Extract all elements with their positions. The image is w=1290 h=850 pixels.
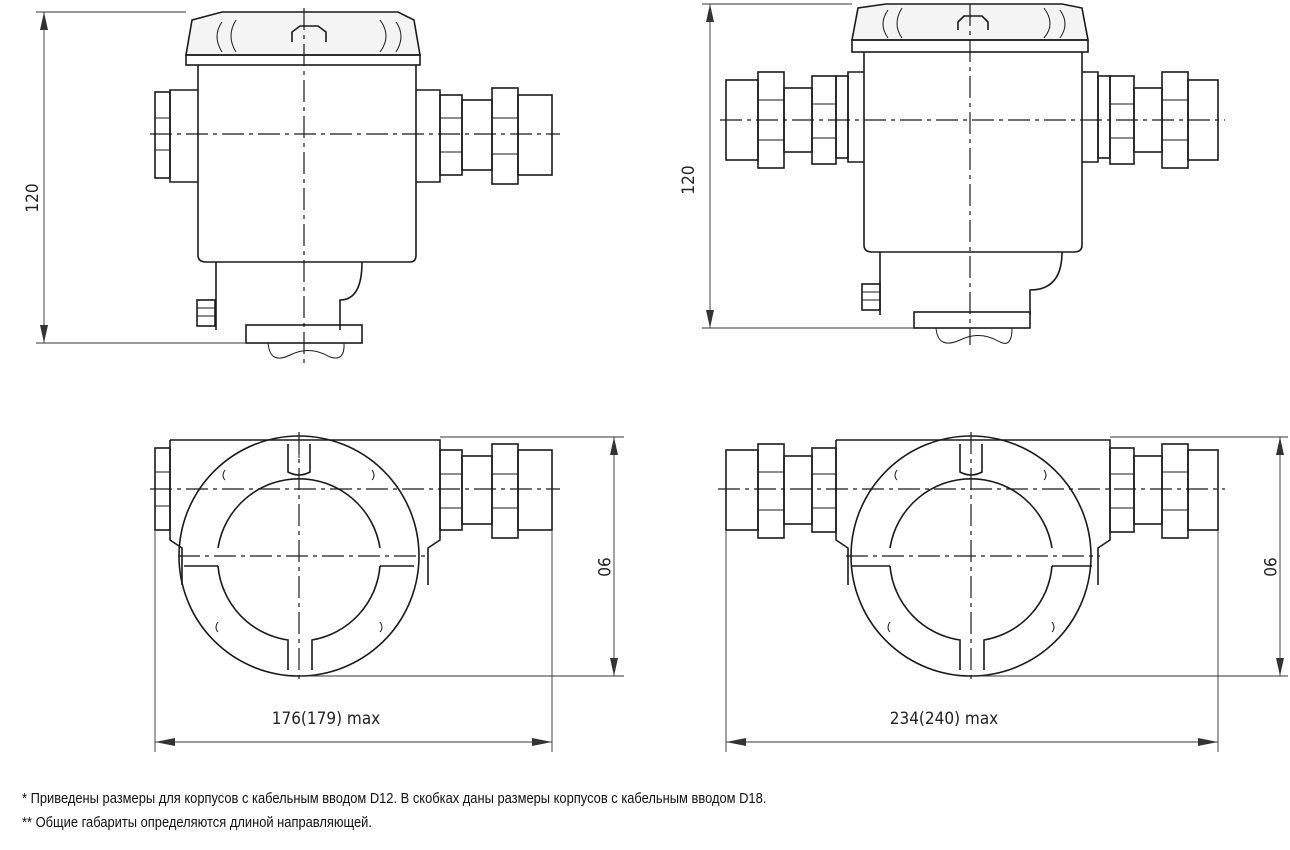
- dimension-label-height-right: 120: [679, 165, 699, 194]
- dimension-label-depth-left: 90: [593, 557, 613, 576]
- footnote-2: ** Общие габариты определяются длиной на…: [22, 814, 372, 831]
- front-view-single-entry: [150, 8, 560, 365]
- dimension-width-right: 234(240) max: [725, 530, 1219, 752]
- dimension-label-depth-right: 90: [1259, 557, 1279, 576]
- footnote-1: * Приведены размеры для корпусов с кабел…: [22, 790, 767, 807]
- dimension-height-left: 120: [23, 11, 246, 344]
- top-view-single-entry: [150, 432, 560, 682]
- dimension-width-left: 176(179) max: [154, 530, 553, 752]
- dimension-label-width-right: 234(240) max: [890, 709, 998, 729]
- dimension-height-right: 120: [679, 3, 914, 329]
- dimension-label-width-left: 176(179) max: [272, 709, 380, 729]
- dimension-depth-right: 90: [972, 436, 1288, 677]
- dimension-label-height-left: 120: [23, 183, 43, 212]
- top-view-double-entry: [718, 432, 1225, 682]
- front-view-double-entry: [720, 3, 1225, 345]
- dimension-depth-left: 90: [300, 436, 624, 677]
- footnotes: * Приведены размеры для корпусов с кабел…: [22, 787, 766, 835]
